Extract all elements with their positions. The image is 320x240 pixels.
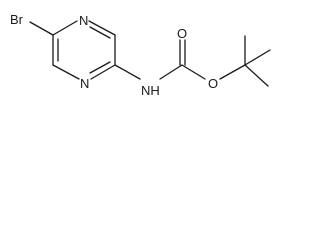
atom-label-ring-nitrogen-bottom: N <box>80 76 89 91</box>
atom-label-ring-nitrogen-top: N <box>79 13 88 28</box>
pyrazine-ring <box>52 20 116 80</box>
ring-bond-n-c-top-inner <box>89 26 111 39</box>
atom-label-ester-oxygen: O <box>208 76 218 91</box>
ring-bond-n-c-top <box>88 20 116 36</box>
atom-label-bromine: Br <box>10 12 24 27</box>
bond-c-br <box>29 21 54 36</box>
ring-bond-c-n-bottom-inner <box>89 61 111 74</box>
ring-bond-n-c-bottom <box>52 64 80 80</box>
bond-carbonyl-ester-o <box>181 64 206 80</box>
atom-label-amine-nh: NH <box>141 83 160 98</box>
bond-tbutyl-methyl-right <box>244 49 271 66</box>
bond-nh-carbonyl <box>159 64 183 80</box>
chemical-structure: Br N N NH O O <box>10 12 271 98</box>
bond-ring-nh <box>114 64 141 80</box>
ring-bond-c-n-top <box>52 20 78 36</box>
atom-label-carbonyl-oxygen: O <box>177 26 187 41</box>
ring-bond-c-n-bottom <box>90 64 116 80</box>
bond-ester-o-quaternary-c <box>219 64 246 80</box>
bond-tbutyl-methyl-down <box>244 64 269 87</box>
